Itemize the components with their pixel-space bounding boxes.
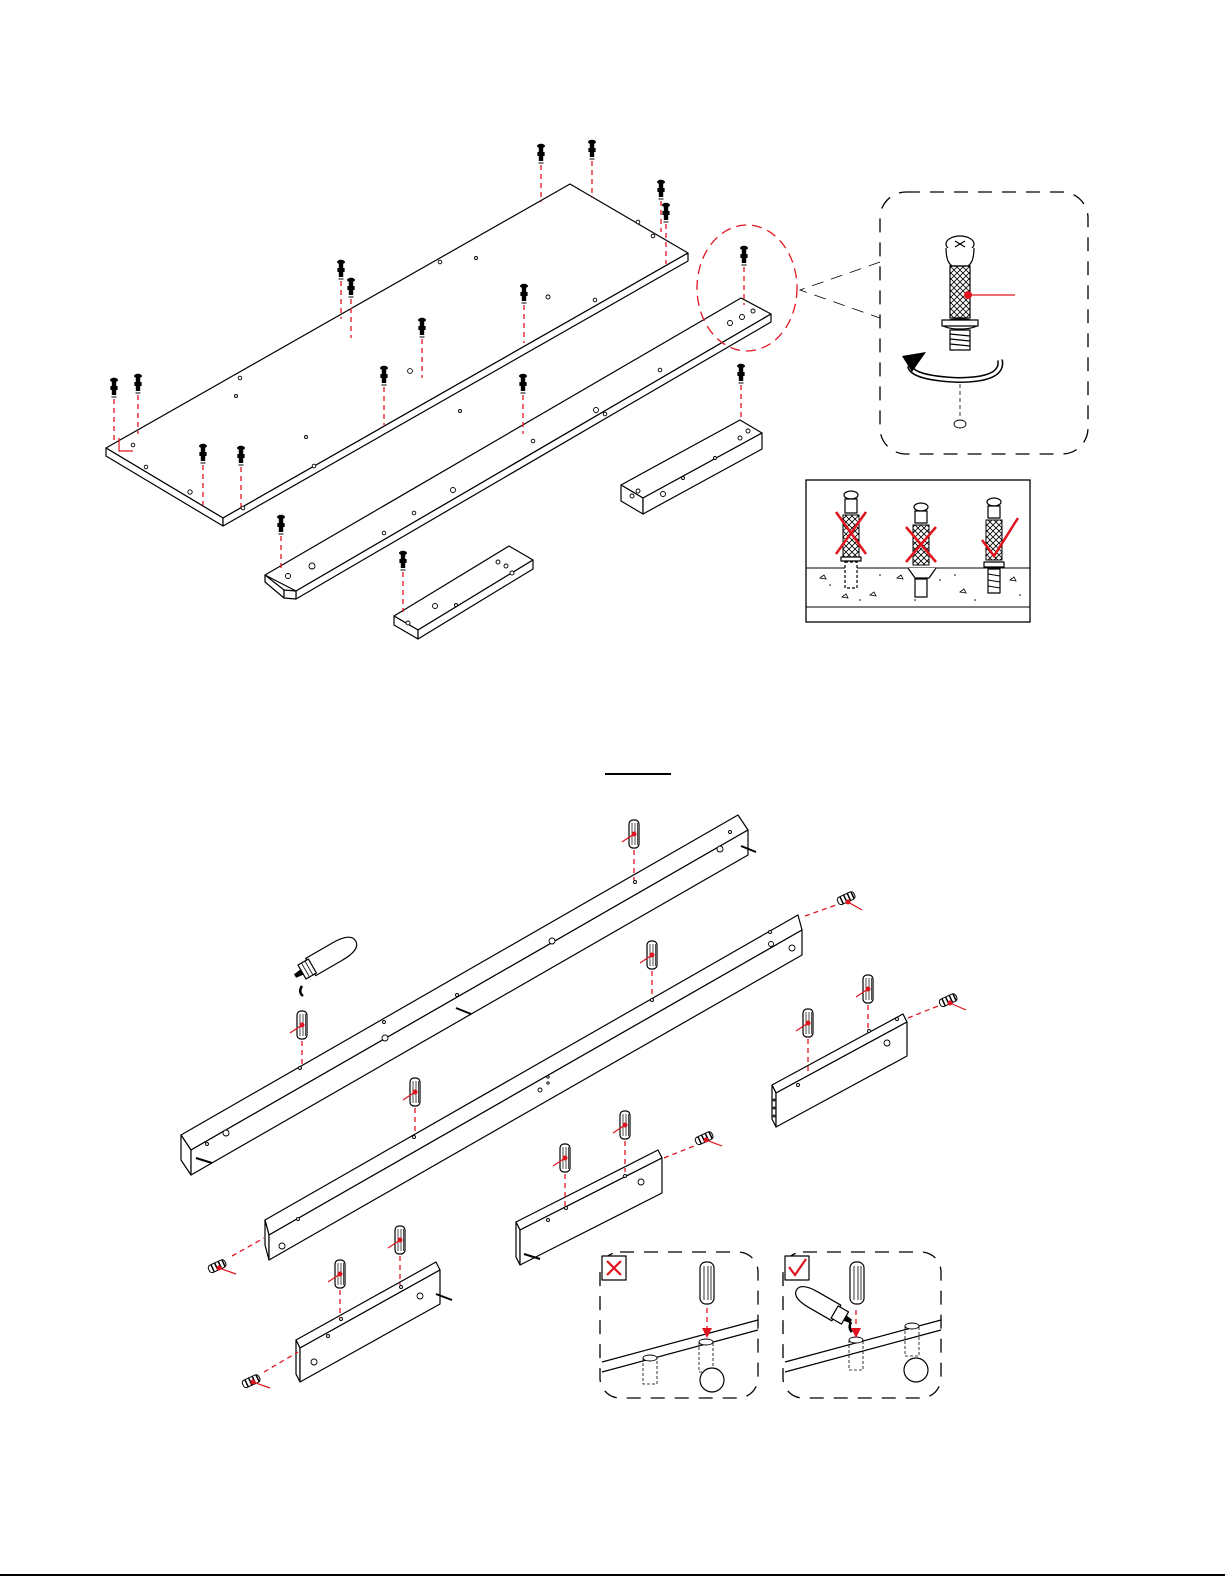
wood-dowel-icon xyxy=(403,1078,420,1135)
short-rail-board xyxy=(772,1014,907,1127)
cam-bolt-icon xyxy=(664,1131,722,1158)
panel-board xyxy=(106,184,688,526)
wood-dowel-icon xyxy=(622,820,639,880)
glue-bottle-icon xyxy=(290,932,361,984)
short-rail-board xyxy=(296,1262,440,1382)
short-rail-board xyxy=(394,546,533,639)
cam-bolt-icon xyxy=(207,1238,264,1274)
cam-bolt-icon xyxy=(399,551,407,612)
cam-bolt-icon xyxy=(241,1352,298,1389)
cam-bolt-icon xyxy=(740,246,748,305)
glue-check-wrong xyxy=(600,1252,758,1398)
wood-dowel-icon xyxy=(328,1260,345,1318)
wood-dowel-icon xyxy=(388,1226,405,1285)
cam-bolt-icon xyxy=(537,144,545,202)
depth-check-box xyxy=(806,480,1030,622)
wood-dowel-icon xyxy=(613,1111,630,1172)
short-rail-board xyxy=(516,1150,662,1265)
cam-bolt-icon xyxy=(277,515,285,570)
wood-dowel-icon xyxy=(856,975,873,1029)
cam-bolt-icon xyxy=(110,378,118,440)
cam-bolt-icon xyxy=(908,993,966,1018)
glue-check-right xyxy=(783,1252,941,1398)
wood-dowel-icon xyxy=(700,1262,714,1304)
wood-dowel-icon xyxy=(850,1262,864,1304)
step-divider xyxy=(605,773,671,775)
short-rail-board xyxy=(621,420,762,514)
page-footer-rule xyxy=(0,1574,1225,1576)
wood-dowel-icon xyxy=(640,941,657,998)
cam-bolt-icon xyxy=(737,364,745,420)
cam-bolt-icon xyxy=(134,374,142,434)
cam-bolt-icon xyxy=(588,140,596,198)
callout-box xyxy=(880,192,1088,454)
wood-dowel-icon xyxy=(290,1011,307,1068)
pilot-hole xyxy=(954,420,966,428)
cam-bolt-icon xyxy=(805,891,862,916)
cam-bolt-icon xyxy=(337,260,345,319)
